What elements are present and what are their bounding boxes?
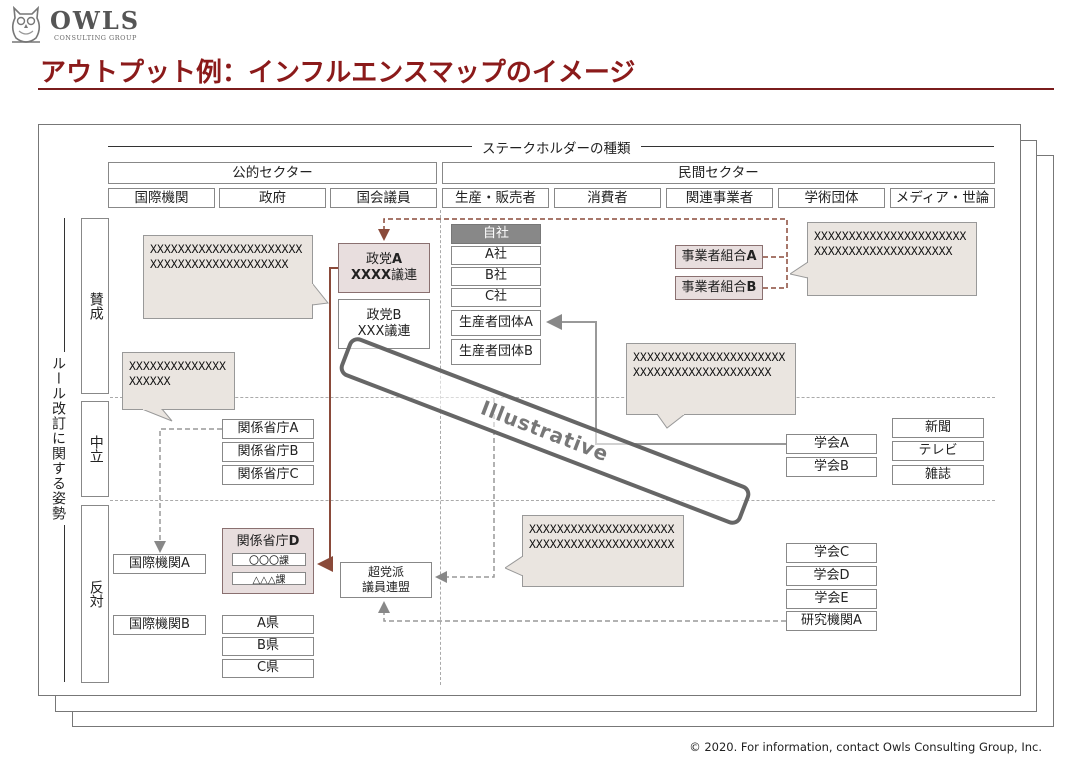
title-divider bbox=[38, 88, 1054, 90]
row-divider-2 bbox=[110, 500, 995, 501]
intl-org-a-box: 国際機関A bbox=[113, 554, 206, 574]
television-box: テレビ bbox=[892, 441, 984, 461]
column-header-media: メディア・世論 bbox=[890, 188, 995, 208]
society-b-box: 学会B bbox=[786, 457, 877, 477]
society-e-box: 学会E bbox=[786, 589, 877, 609]
column-header-intl: 国際機関 bbox=[108, 188, 215, 208]
footer-copyright: © 2020. For information, contact Owls Co… bbox=[689, 740, 1042, 754]
column-header-academic: 学術団体 bbox=[778, 188, 885, 208]
prefecture-b-box: B県 bbox=[222, 637, 314, 656]
company-b-box: B社 bbox=[451, 267, 541, 286]
speech-bubble-3-tail bbox=[141, 409, 173, 422]
company-c-box: C社 bbox=[451, 288, 541, 307]
bipartisan-line2: 議員連盟 bbox=[361, 580, 410, 594]
owl-logo-icon bbox=[11, 5, 41, 43]
speech-bubble-1: XXXXXXXXXXXXXXXXXXXXXXXXXXXXXXXXXXXXXXXX… bbox=[143, 235, 313, 319]
party-a-line2: XXXX議連 bbox=[350, 268, 418, 283]
party-a-line1: 政党A bbox=[365, 251, 403, 267]
prefecture-c-box: C県 bbox=[222, 659, 314, 678]
page-title: アウトプット例：インフルエンスマップのイメージ bbox=[40, 58, 636, 88]
speech-bubble-5: XXXXXXXXXXXXXXXXXXXXXXXXXXXXXXXXXXXXXXXX… bbox=[522, 515, 684, 587]
producer-group-a-box: 生産者団体A bbox=[451, 310, 541, 336]
prefecture-a-box: A県 bbox=[222, 615, 314, 634]
column-header-producers: 生産・販売者 bbox=[442, 188, 549, 208]
party-b-box: 政党B XXX議連 bbox=[338, 299, 430, 349]
ministry-d-section-1: 〇〇〇課 bbox=[232, 553, 306, 567]
party-a-box: 政党A XXXX議連 bbox=[338, 243, 430, 293]
producer-group-b-box: 生産者団体B bbox=[451, 339, 541, 365]
bipartisan-line1: 超党派 bbox=[367, 565, 404, 579]
speech-bubble-4: XXXXXXXXXXXXXXXXXXXXXXXXXXXXXXXXXXXXXXXX… bbox=[626, 343, 796, 415]
speech-bubble-1-tail bbox=[312, 283, 329, 306]
intl-org-b-box: 国際機関B bbox=[113, 615, 206, 635]
bipartisan-league-box: 超党派 議員連盟 bbox=[340, 562, 432, 598]
axis-label: ルール改訂に関する姿勢 bbox=[48, 352, 68, 525]
party-b-line1: 政党B bbox=[366, 307, 402, 323]
speech-bubble-2-tail bbox=[790, 262, 808, 279]
stakeholder-type-label: ステークホルダーの種類 bbox=[472, 137, 641, 157]
ministry-a-box: 関係省庁A bbox=[222, 419, 314, 439]
row-divider-1 bbox=[110, 397, 995, 398]
ministry-d-label: 関係省庁D bbox=[236, 534, 300, 549]
speech-bubble-2: XXXXXXXXXXXXXXXXXXXXXXXXXXXXXXXXXXXXXXXX… bbox=[807, 222, 977, 296]
ministry-d-section-2: △△△課 bbox=[232, 572, 306, 586]
research-inst-a-box: 研究機関A bbox=[786, 611, 877, 631]
society-d-box: 学会D bbox=[786, 566, 877, 586]
speech-bubble-4-tail bbox=[656, 414, 686, 429]
newspaper-box: 新聞 bbox=[892, 418, 984, 438]
ministry-c-box: 関係省庁C bbox=[222, 465, 314, 485]
private-sector-header: 民間セクター bbox=[442, 162, 995, 184]
society-a-box: 学会A bbox=[786, 434, 877, 454]
own-company-box: 自社 bbox=[451, 224, 541, 244]
row-label-neutral: 中立 bbox=[81, 401, 109, 497]
public-sector-header: 公的セクター bbox=[108, 162, 437, 184]
party-b-line2: XXX議連 bbox=[357, 324, 411, 339]
speech-bubble-5-tail bbox=[505, 556, 523, 577]
logo-subtitle: CONSULTING GROUP bbox=[54, 34, 137, 42]
row-label-oppose: 反対 bbox=[81, 505, 109, 683]
ministry-b-box: 関係省庁B bbox=[222, 442, 314, 462]
column-header-diet: 国会議員 bbox=[330, 188, 437, 208]
speech-bubble-3: XXXXXXXXXXXXXXXXXXXX bbox=[122, 352, 235, 410]
column-header-gov: 政府 bbox=[219, 188, 326, 208]
company-a-box: A社 bbox=[451, 246, 541, 265]
magazine-box: 雑誌 bbox=[892, 465, 984, 485]
logo-text: OWLS bbox=[50, 6, 141, 35]
column-header-related: 関連事業者 bbox=[666, 188, 773, 208]
sector-divider bbox=[440, 210, 441, 685]
column-header-consumers: 消費者 bbox=[554, 188, 661, 208]
society-c-box: 学会C bbox=[786, 543, 877, 563]
row-label-support: 賛成 bbox=[81, 218, 109, 394]
